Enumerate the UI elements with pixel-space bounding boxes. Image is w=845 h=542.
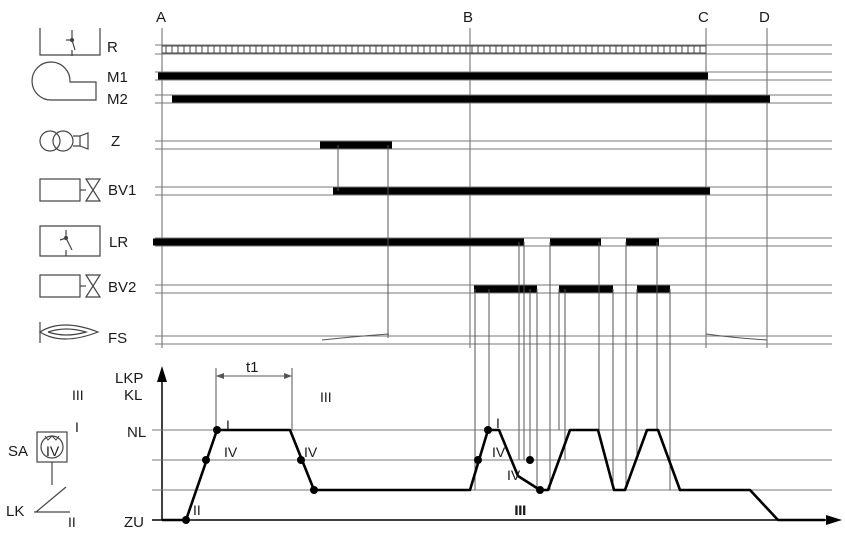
row-bv2	[155, 284, 832, 294]
roman-ii-1: II	[193, 502, 201, 518]
axis-label-lkp: LKP	[115, 370, 143, 387]
roman-left-i: I	[75, 419, 79, 435]
row-label-fs: FS	[108, 330, 127, 347]
row-m1	[155, 71, 832, 81]
roman-iii-1: III	[320, 389, 332, 405]
r-dashed-bar	[161, 45, 707, 54]
row-bv1	[155, 186, 832, 196]
marker-b: B	[463, 9, 473, 26]
row-label-m2: M2	[107, 91, 128, 108]
row-label-r: R	[107, 39, 118, 56]
row-fs	[155, 333, 832, 345]
roman-iv-3: IV	[492, 444, 506, 460]
relay-switch-icon	[39, 28, 101, 56]
roman-iv-2: IV	[304, 444, 318, 460]
valve-icon	[39, 274, 102, 298]
roman-left-ii: II	[68, 514, 76, 530]
marker-d: D	[759, 9, 770, 26]
axis-label-nl: NL	[127, 424, 146, 441]
flame-sensor-icon	[38, 322, 100, 343]
row-label-bv2: BV2	[108, 279, 136, 296]
axis-label-kl: KL	[124, 387, 142, 404]
actuator-icon	[34, 431, 70, 513]
position-axis-arrow	[157, 366, 167, 382]
fs-ramp-up	[321, 333, 390, 341]
axis-label-zu: ZU	[124, 514, 144, 531]
blower-motor-icon	[31, 61, 97, 101]
valve-icon	[39, 178, 102, 202]
t1-label: t1	[246, 359, 259, 376]
roman-i-1: I	[226, 417, 230, 433]
row-label-lr: LR	[109, 234, 128, 251]
pressure-switch-icon	[39, 225, 101, 257]
roman-iv-1: IV	[224, 444, 238, 460]
position-curve	[162, 428, 825, 522]
ignition-transformer-icon	[39, 130, 89, 152]
actuator-label-lk: LK	[6, 503, 24, 520]
row-z	[155, 140, 832, 150]
marker-c: C	[698, 9, 709, 26]
roman-iii-2: III	[515, 502, 527, 518]
b-region-connectors	[474, 242, 671, 490]
row-label-z: Z	[111, 133, 120, 150]
row-m2	[155, 94, 832, 104]
roman-iv-4: IV	[507, 467, 521, 483]
roman-left-iii: III	[72, 387, 84, 403]
actuator-label-sa: SA	[8, 443, 28, 460]
marker-a: A	[156, 9, 166, 26]
row-r	[155, 44, 832, 55]
row-lr	[153, 237, 832, 247]
roman-iii-3: III	[514, 502, 526, 518]
fs-ramp-down	[705, 333, 768, 341]
row-label-bv1: BV1	[108, 182, 136, 199]
time-axis-arrow	[826, 515, 842, 525]
roman-left-iv: IV	[46, 443, 60, 459]
row-label-m1: M1	[107, 69, 128, 86]
roman-i-2: I	[496, 415, 500, 431]
